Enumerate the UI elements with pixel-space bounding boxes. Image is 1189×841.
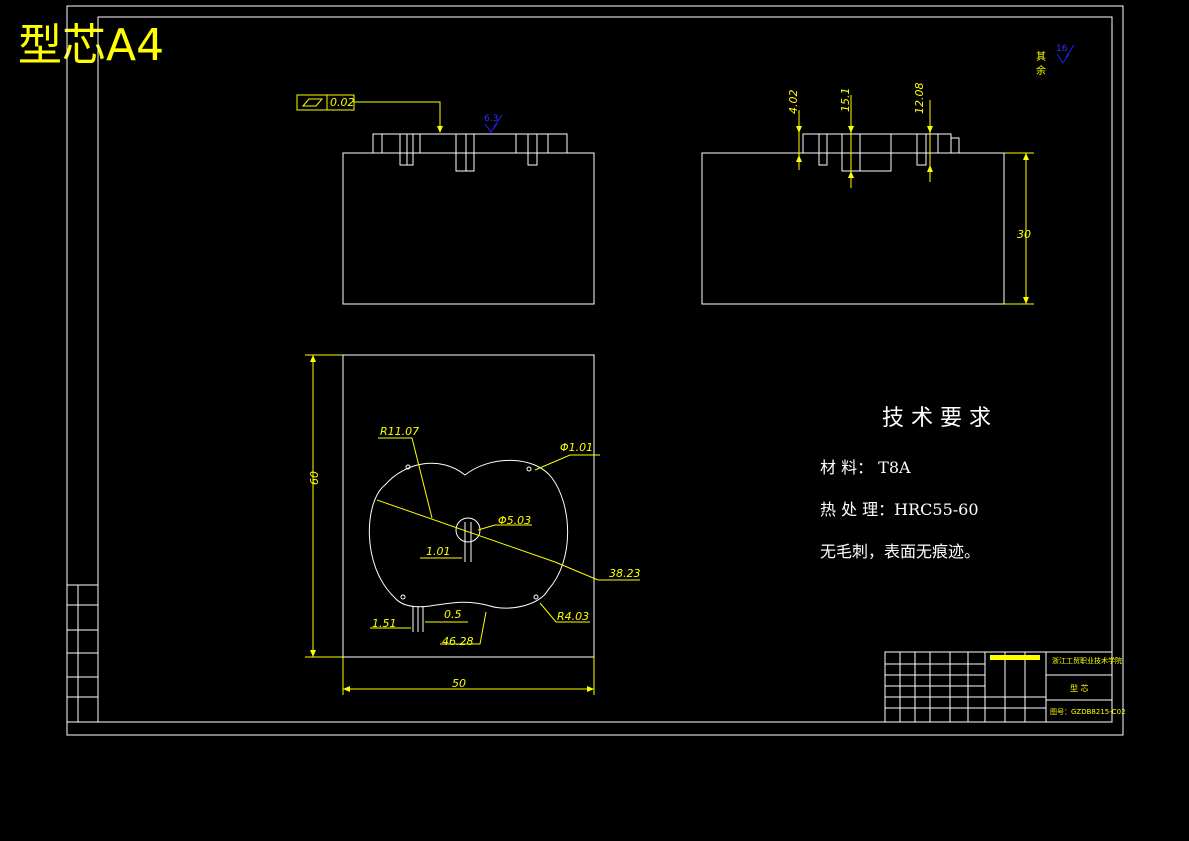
dim-d5-03: Φ5.03 [498,514,531,527]
tech-requirement-finish: 无毛刺，表面无痕迹。 [820,542,980,561]
plan-dimensions [305,354,640,695]
plan-view [342,354,595,658]
inner-frame [97,16,1113,723]
dim-50: 50 [452,677,466,690]
dim-4-02: 4.02 [787,90,800,115]
dim-46-28: 46.28 [442,635,474,648]
dim-d1-01: Φ1.01 [560,441,593,454]
title-block [884,651,1113,723]
dim-38-23: 38.23 [609,567,641,580]
title-block-part-name: 型 芯 [1070,683,1089,693]
side-view [701,133,1005,305]
sheet-title: 型芯A4 [18,20,164,71]
roughness-value-front: 6.3 [484,114,498,124]
tech-requirement-heat-treatment: 热 处 理：HRC55-60 [820,500,979,519]
dim-1-01: 1.01 [426,545,451,558]
side-dimensions [796,95,1034,305]
dim-60: 60 [308,471,321,485]
roughness-value-default: 16 [1056,44,1068,54]
dim-0-5: 0.5 [444,608,462,621]
roughness-note-line1: 其 [1036,51,1046,63]
dim-15-1: 15.1 [839,88,852,113]
flatness-tolerance-frame [296,94,443,133]
roughness-note-line2: 余 [1036,64,1046,77]
title-block-drawing-no: 图号：GZDB8215-C02 [1050,708,1126,716]
roughness-symbol-front-icon [484,114,503,133]
outer-frame [66,5,1124,736]
tech-requirement-material: 材 料： T8A [820,458,911,477]
dim-r11-07: R11.07 [380,425,419,438]
dim-30: 30 [1017,228,1031,241]
tech-requirements-heading: 技 术 要 求 [882,406,991,431]
roughness-symbol-icon [1056,44,1075,64]
dim-12-08: 12.08 [913,83,926,115]
dim-1-51: 1.51 [372,617,397,630]
title-block-school: 浙江工贸职业技术学院 [1052,656,1122,665]
dim-r4-03: R4.03 [557,610,589,623]
flatness-tolerance-value: 0.02 [330,96,355,109]
front-view [342,133,595,305]
binding-strip [66,584,99,723]
